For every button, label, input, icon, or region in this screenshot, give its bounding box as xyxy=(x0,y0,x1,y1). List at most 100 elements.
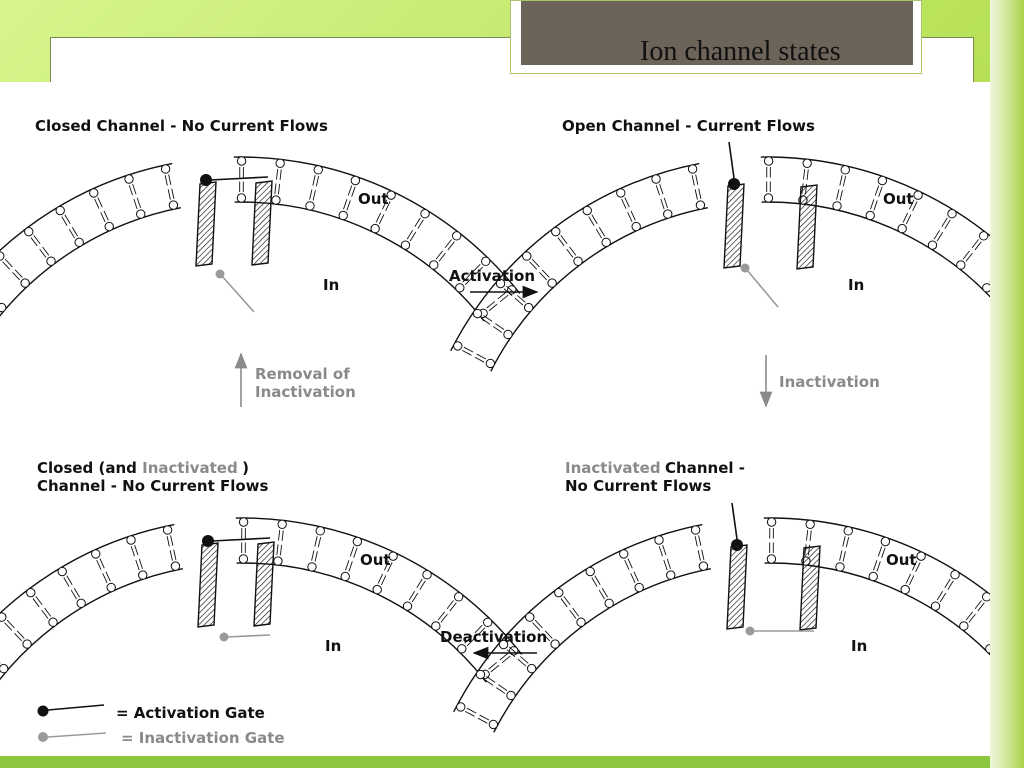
closed-channel-membrane xyxy=(0,156,521,322)
lipid-head xyxy=(20,278,30,288)
lipid-tail xyxy=(351,186,356,197)
lipid-tail xyxy=(312,175,316,186)
lipid-tail xyxy=(33,235,41,245)
lipid-tail xyxy=(659,183,664,195)
lipid-tail xyxy=(968,613,976,623)
lipid-head xyxy=(634,582,644,593)
activation-gate xyxy=(200,174,212,186)
lipid-head xyxy=(472,308,483,319)
lipid-head xyxy=(48,617,58,627)
lipid-tail xyxy=(933,229,941,240)
lipid-tail xyxy=(167,189,171,200)
lipid-head xyxy=(453,592,464,602)
lipid-head xyxy=(0,251,5,261)
lipid-tail xyxy=(347,185,353,196)
lipid-tail xyxy=(317,536,322,548)
lipid-tail xyxy=(419,580,426,590)
channel-protein-left xyxy=(195,181,217,267)
membrane-inner-edge xyxy=(493,568,711,733)
lipid-head xyxy=(313,165,323,175)
lipid-tail xyxy=(806,530,809,541)
lipid-tail xyxy=(488,662,498,670)
lipid-tail xyxy=(4,622,13,631)
lipid-tail xyxy=(312,190,316,201)
lipid-tail xyxy=(493,326,503,333)
lipid-head xyxy=(840,165,850,175)
inactivation-gate-arm xyxy=(225,634,271,638)
lipid-head xyxy=(305,201,315,211)
activation-gate xyxy=(731,539,743,551)
lipid-head xyxy=(573,256,583,266)
out-label: Out xyxy=(883,190,914,208)
lipid-tail xyxy=(32,598,40,608)
lipid-head xyxy=(57,566,67,577)
lipid-head xyxy=(24,226,34,237)
lipid-tail xyxy=(311,550,315,561)
lipid-head xyxy=(985,644,990,654)
lipid-tail xyxy=(472,264,481,273)
lipid-tail xyxy=(309,189,313,200)
lipid-tail xyxy=(437,611,445,621)
lipid-tail xyxy=(346,200,351,211)
lipid-tail xyxy=(16,630,25,639)
lipid-head xyxy=(91,549,101,559)
lipid-tail xyxy=(541,269,550,278)
lipid-head xyxy=(0,663,9,674)
lipid-tail xyxy=(873,200,878,211)
lipid-tail xyxy=(169,550,173,561)
lipid-tail xyxy=(464,635,473,644)
lipid-tail xyxy=(621,198,627,209)
lipid-tail xyxy=(14,632,22,642)
lipid-tail xyxy=(414,217,421,228)
lipid-tail xyxy=(944,219,951,229)
lipid-tail xyxy=(941,217,948,228)
lipid-tail xyxy=(495,323,505,330)
lipid-tail xyxy=(534,619,543,629)
lipid-head xyxy=(805,519,815,530)
lipid-head xyxy=(451,231,462,241)
lipid-tail xyxy=(627,212,633,223)
lipid-tail xyxy=(563,596,571,606)
lipid-head xyxy=(370,223,380,234)
lipid-tail xyxy=(349,546,355,557)
lipid-head xyxy=(877,175,888,186)
lipid-tail xyxy=(660,198,665,210)
lipid-tail xyxy=(102,573,108,584)
lipid-tail xyxy=(939,592,947,603)
lipid-tail xyxy=(353,547,358,558)
removal-label-line2: Inactivation xyxy=(255,383,356,401)
activation-gate-bar xyxy=(209,176,269,181)
lipid-tail xyxy=(66,575,73,586)
activation-label: Activation xyxy=(449,267,535,285)
lipid-head xyxy=(420,209,430,219)
lipid-tail xyxy=(662,544,667,556)
lipid-head xyxy=(522,251,532,261)
lipid-tail xyxy=(411,592,419,603)
slide-bottom-band xyxy=(0,756,990,768)
lipid-tail xyxy=(170,535,174,546)
lipid-head xyxy=(170,561,181,571)
lipid-tail xyxy=(591,214,598,225)
lipid-tail xyxy=(345,560,350,571)
lipid-head xyxy=(930,601,941,611)
lipid-head xyxy=(455,283,465,293)
lipid-tail xyxy=(601,587,609,598)
lipid-head xyxy=(350,175,361,186)
lipid-tail xyxy=(517,295,526,303)
removal-label-line1: Removal of xyxy=(255,365,350,383)
lipid-head xyxy=(136,209,146,219)
out-label: Out xyxy=(360,551,391,569)
lipid-head xyxy=(457,644,467,654)
lipid-tail xyxy=(908,575,915,586)
lipid-head xyxy=(687,164,698,174)
lipid-tail xyxy=(409,231,417,242)
lipid-tail xyxy=(873,560,878,571)
lipid-tail xyxy=(944,578,951,589)
lipid-tail xyxy=(281,530,284,541)
lipid-head xyxy=(124,174,134,184)
lipid-tail xyxy=(701,549,705,560)
heading-part: ) xyxy=(242,459,249,477)
lipid-tail xyxy=(569,246,577,256)
lipid-head xyxy=(238,517,249,527)
channel-protein-left xyxy=(726,544,748,630)
